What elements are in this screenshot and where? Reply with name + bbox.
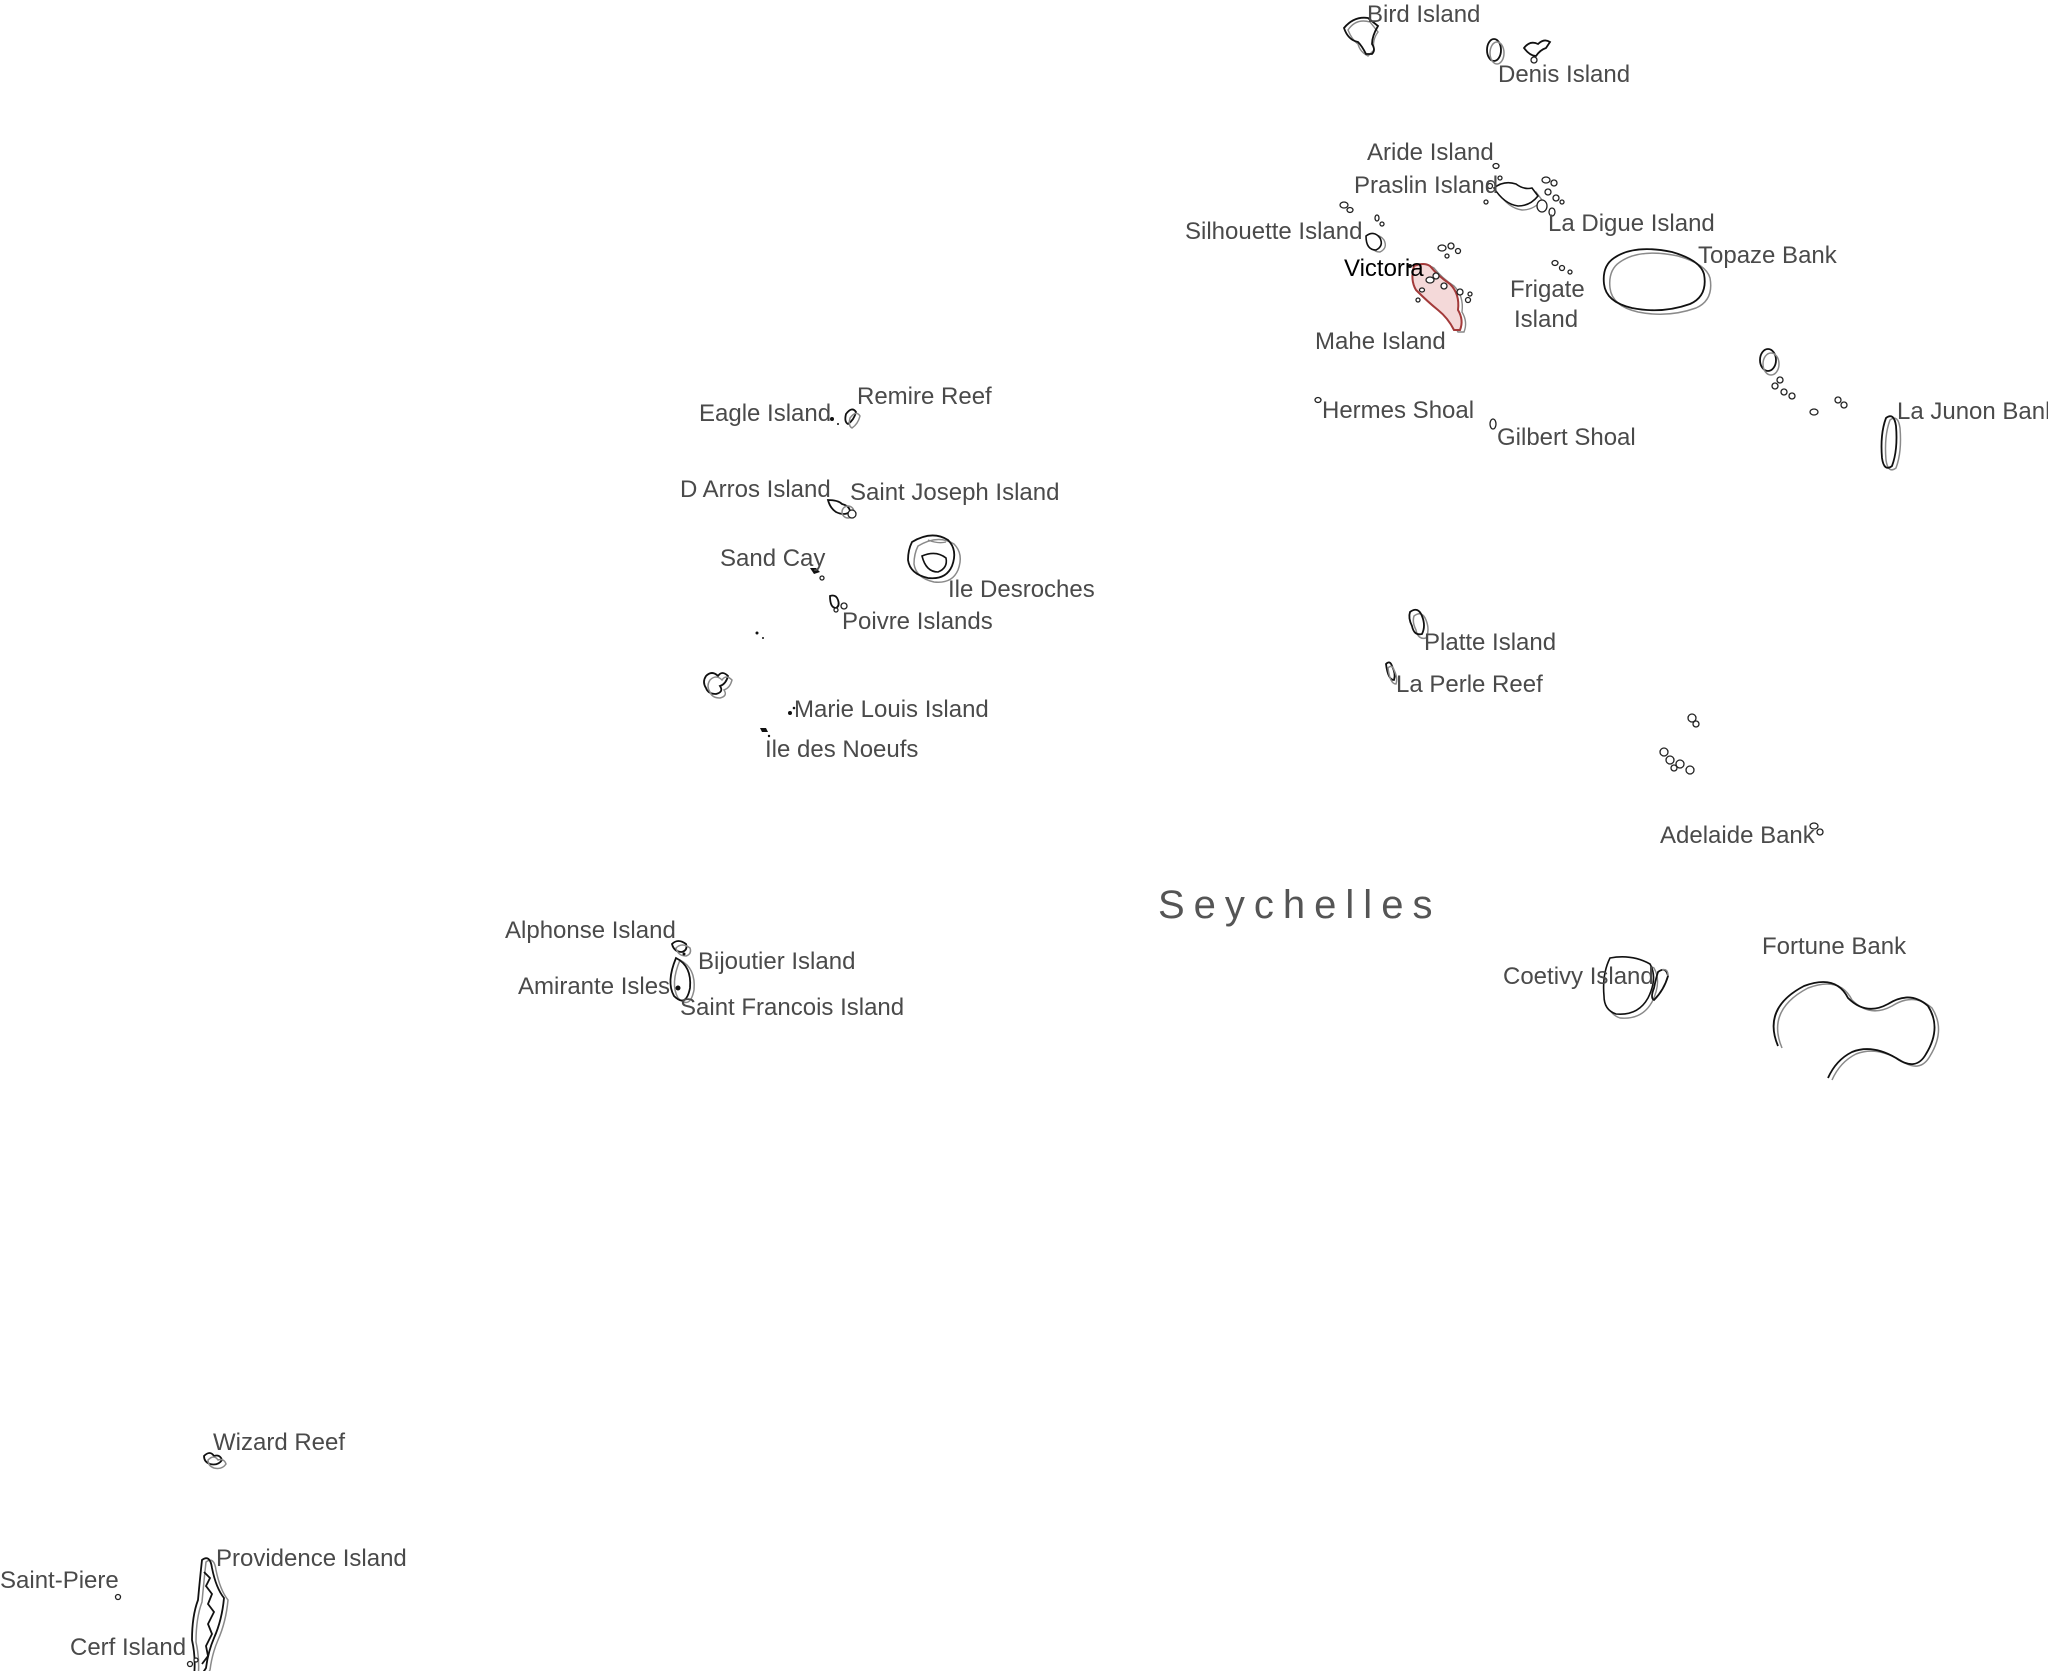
label-ile-desroches: Ile Desroches xyxy=(948,576,1095,603)
label-country-seychelles: Seychelles xyxy=(1158,883,1441,927)
label-eagle-island: Eagle Island xyxy=(699,400,831,427)
praslin-island-shape xyxy=(1483,162,1543,211)
label-providence-island: Providence Island xyxy=(216,1545,407,1572)
label-amirante-isles: Amirante Isles xyxy=(518,973,670,1000)
fortune-bank-shape xyxy=(1772,981,1940,1081)
ile-des-noeufs-shape xyxy=(760,728,771,738)
label-saint-joseph-island: Saint Joseph Island xyxy=(850,479,1059,506)
silhouette-island-shape xyxy=(1339,201,1387,253)
label-remire-reef: Remire Reef xyxy=(857,383,992,410)
label-aride-island: Aride Island xyxy=(1367,139,1494,166)
hermes-shoal-shape xyxy=(1314,396,1322,404)
providence-island-shape xyxy=(191,1557,229,1671)
label-la-digue-island: La Digue Island xyxy=(1548,210,1715,237)
ile-desroches-shape xyxy=(907,534,961,583)
label-poivre-islands: Poivre Islands xyxy=(842,608,993,635)
victoria-capital-marker xyxy=(1408,264,1412,268)
adelaide-bank-shape xyxy=(1659,713,1824,836)
alphonse-island-shape xyxy=(669,940,695,1004)
saint-joseph-island-shape xyxy=(826,499,857,519)
label-coetivy-island: Coetivy Island xyxy=(1503,963,1654,990)
gilbert-shoal-shape xyxy=(1489,418,1497,430)
label-platte-island: Platte Island xyxy=(1424,629,1556,656)
label-ile-des-noeufs: Ile des Noeufs xyxy=(765,736,918,763)
saint-piere-shape xyxy=(114,1593,122,1601)
label-wizard-reef: Wizard Reef xyxy=(213,1429,345,1456)
label-hermes-shoal: Hermes Shoal xyxy=(1322,397,1474,424)
label-sand-cay: Sand Cay xyxy=(720,545,825,572)
la-perle-reef-shape xyxy=(1385,661,1398,685)
platte-island-shape xyxy=(1408,608,1429,640)
label-frigate-island-line1: Frigate xyxy=(1510,276,1585,303)
label-praslin-island: Praslin Island xyxy=(1354,172,1498,199)
label-victoria-capital: Victoria xyxy=(1344,255,1424,282)
reef-cluster-west xyxy=(703,631,764,699)
label-alphonse-island: Alphonse Island xyxy=(505,917,676,944)
label-bird-island: Bird Island xyxy=(1367,1,1480,28)
label-denis-island: Denis Island xyxy=(1498,61,1630,88)
poivre-islands-shape xyxy=(829,594,848,613)
wizard-reef-shape xyxy=(203,1452,227,1470)
coetivy-island-shape xyxy=(1602,956,1669,1019)
bird-island-shape xyxy=(1342,16,1380,57)
la-junon-bank-shape xyxy=(1759,348,1902,471)
label-topaze-bank: Topaze Bank xyxy=(1698,242,1838,269)
label-mahe-island: Mahe Island xyxy=(1315,328,1446,355)
label-saint-piere: Saint-Piere xyxy=(0,1567,119,1594)
sand-cay-shape xyxy=(810,568,825,581)
label-la-perle-reef: La Perle Reef xyxy=(1396,671,1543,698)
cerf-island-shape xyxy=(186,1657,199,1668)
label-la-junon-bank: La Junon Bank xyxy=(1897,398,2048,425)
label-cerf-island: Cerf Island xyxy=(70,1634,186,1661)
label-bijoutier-island: Bijoutier Island xyxy=(698,948,855,975)
label-silhouette-island: Silhouette Island xyxy=(1185,218,1362,245)
frigate-island-shape xyxy=(1551,259,1573,275)
topaze-bank-shape xyxy=(1602,248,1712,315)
label-frigate-island-line2: Island xyxy=(1514,306,1578,333)
denis-island-shape xyxy=(1486,38,1552,65)
label-marie-louis-island: Marie Louis Island xyxy=(794,696,989,723)
label-fortune-bank: Fortune Bank xyxy=(1762,933,1907,960)
la-digue-island-shape xyxy=(1536,176,1565,217)
label-gilbert-shoal: Gilbert Shoal xyxy=(1497,424,1636,451)
label-saint-francois-island: Saint Francois Island xyxy=(680,994,904,1021)
marie-louis-island-shape xyxy=(788,706,796,715)
label-adelaide-bank: Adelaide Bank xyxy=(1660,822,1816,849)
remire-reef-shape xyxy=(830,408,861,429)
label-d-arros-island: D Arros Island xyxy=(680,476,831,503)
mahe-island-shape xyxy=(1408,242,1473,333)
